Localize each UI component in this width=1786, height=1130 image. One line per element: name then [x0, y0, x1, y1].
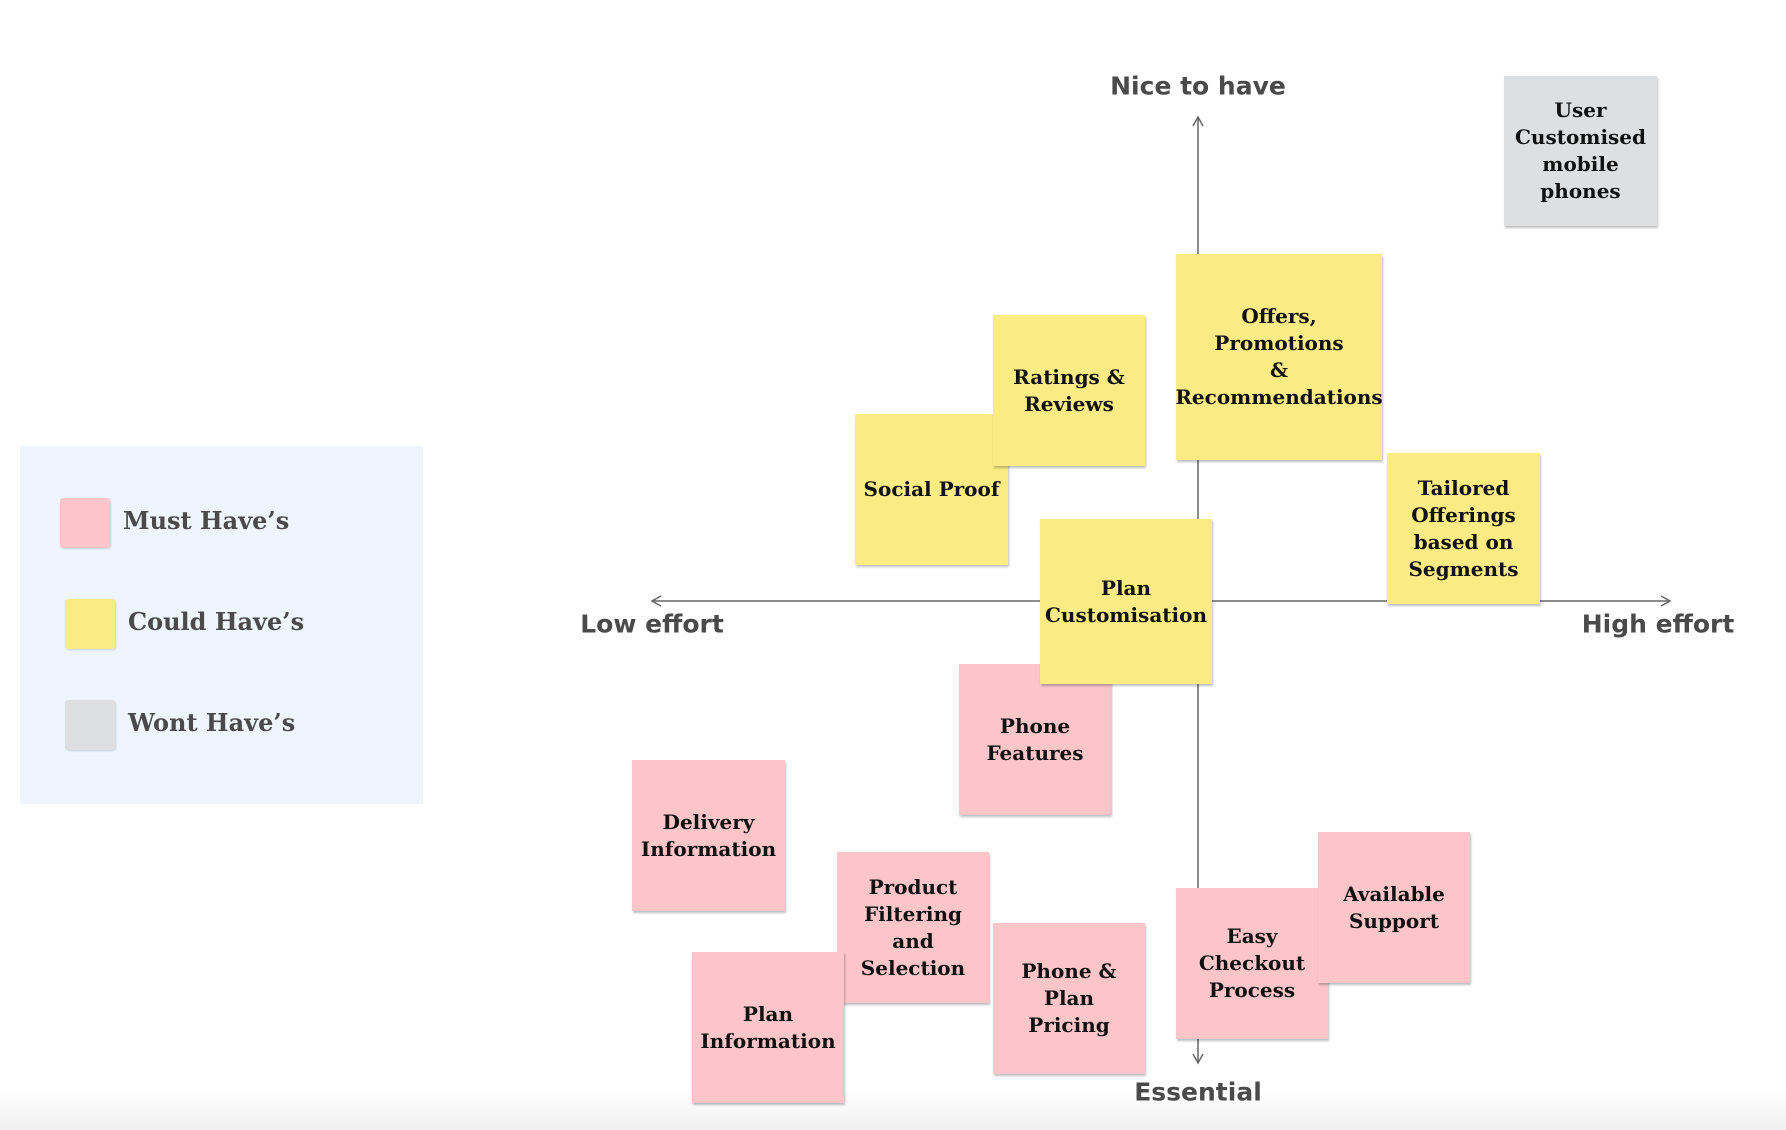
legend-label-wont: Wont Have’s — [128, 708, 296, 737]
note-text-line: Ratings & — [1013, 364, 1125, 389]
note-text-line: Segments — [1408, 556, 1519, 581]
note-social-proof[interactable]: Social Proof — [855, 414, 1008, 565]
note-text-line: Tailored — [1417, 475, 1510, 500]
note-text-line: & — [1269, 358, 1289, 382]
axis-label-high-effort: High effort — [1581, 609, 1735, 639]
note-text-line: Easy — [1226, 924, 1278, 948]
note-text-line: Plan — [1100, 575, 1152, 600]
horizontal-axis-left-arrow — [650, 595, 662, 607]
note-text-line: Information — [640, 836, 777, 861]
note-text-line: Reviews — [1024, 391, 1114, 416]
note-text: Social Proof — [864, 476, 1000, 503]
legend-panel: Must Have’s Could Have’s Wont Have’s — [20, 446, 423, 804]
vertical-axis-top-arrow — [1192, 115, 1204, 127]
vertical-axis-bottom-arrow — [1192, 1053, 1204, 1065]
note-text-line: based on — [1413, 529, 1514, 554]
note-text-line: Product — [868, 874, 958, 899]
axis-label-low-effort: Low effort — [580, 609, 724, 639]
note-text: Ratings &Reviews — [1013, 364, 1125, 418]
note-text: Offers, Promotions & Recommendations — [1175, 303, 1382, 411]
note-text-line: Information — [700, 1028, 836, 1053]
note-text-line: Checkout — [1198, 951, 1306, 975]
note-offers-promotions-recommendations[interactable]: Offers, Promotions & Recommendations — [1175, 254, 1383, 460]
note-text-line: Features — [986, 740, 1084, 765]
legend-swatch-must — [60, 498, 110, 548]
note-text-line: Plan — [742, 1001, 794, 1026]
horizontal-axis-right-arrow — [1660, 595, 1672, 607]
note-text-line: Offers, Promotions — [1214, 304, 1344, 355]
axis-label-essential: Essential — [1134, 1077, 1262, 1107]
note-text-line: Delivery — [662, 809, 755, 834]
note-text-line: Phone & Plan — [1021, 959, 1117, 1010]
note-text-line: Customised — [1514, 125, 1647, 149]
legend-swatch-wont — [65, 700, 115, 750]
note-text-line: Support — [1348, 908, 1440, 933]
note-text-line: phones — [1540, 179, 1621, 203]
note-text-line: Offerings — [1411, 502, 1516, 527]
note-text-line: Available — [1343, 881, 1445, 906]
note-text-line: Selection — [860, 955, 966, 980]
note-text-line: Process — [1208, 978, 1296, 1002]
note-text-line: mobile — [1542, 152, 1619, 176]
bottom-edge-shade — [0, 1090, 1786, 1130]
legend-label-could: Could Have’s — [128, 607, 305, 636]
legend-label-must: Must Have’s — [123, 506, 290, 535]
note-text-line: Phone — [999, 713, 1071, 738]
note-text-line: Customisation — [1045, 602, 1207, 627]
note-text-line: Filtering and — [863, 901, 963, 953]
note-ratings-reviews[interactable]: Ratings &Reviews — [993, 315, 1145, 466]
note-text-line: User — [1554, 98, 1607, 122]
note-text-line: Pricing — [1028, 1013, 1110, 1037]
note-text-line: Social Proof — [863, 477, 1000, 501]
note-text-line: Recommendations — [1175, 385, 1383, 409]
axis-label-nice-to-have: Nice to have — [1110, 71, 1286, 101]
legend-swatch-could — [65, 599, 115, 649]
